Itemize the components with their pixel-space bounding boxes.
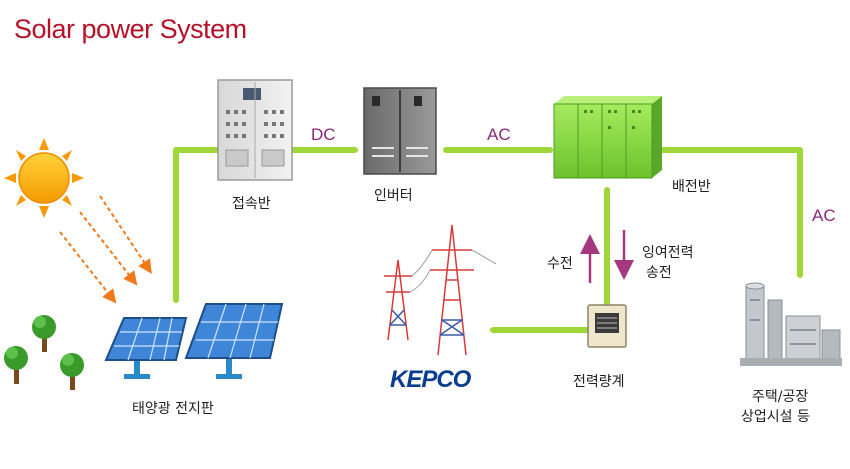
- meter-label: 전력량계: [573, 374, 625, 390]
- solar-panel-label: 태양광 전지판: [132, 401, 214, 417]
- ac-consumer-flow-label: AC: [812, 206, 836, 225]
- electricity-meter-icon: [587, 304, 627, 348]
- distribution-to-consumer-line: [660, 147, 803, 278]
- connection-lines: [173, 147, 803, 333]
- dc-flow-label: DC: [311, 125, 336, 144]
- surplus-label-line1: 잉여전력: [642, 245, 694, 261]
- consumer-label-line1: 주택/공장: [752, 389, 809, 405]
- surplus-label-line2: 송전: [646, 265, 672, 281]
- distribution-panel-icon: [553, 96, 662, 179]
- solar-panel-icon: [104, 303, 284, 379]
- junction-box-icon: [217, 79, 293, 181]
- inverter-label: 인버터: [374, 188, 413, 204]
- junction-box-label: 접속반: [232, 196, 271, 212]
- trees-icon: [4, 315, 84, 390]
- page-title: Solar power System: [14, 14, 247, 44]
- receive-label: 수전: [547, 256, 573, 272]
- consumer-label-line2: 상업시설 등: [741, 409, 810, 425]
- flow-arrows: [580, 230, 634, 283]
- panel-to-junction-line: [173, 147, 221, 303]
- ac-inverter-flow-label: AC: [487, 125, 511, 144]
- sunlight-rays: [59, 195, 152, 304]
- transmission-tower-icon: [384, 224, 497, 356]
- factory-icon: [740, 282, 842, 366]
- inverter-icon: [363, 87, 437, 175]
- kepco-logo: KEPCO: [390, 366, 471, 393]
- distribution-panel-label: 배전반: [672, 179, 711, 195]
- sun-icon: [4, 138, 84, 218]
